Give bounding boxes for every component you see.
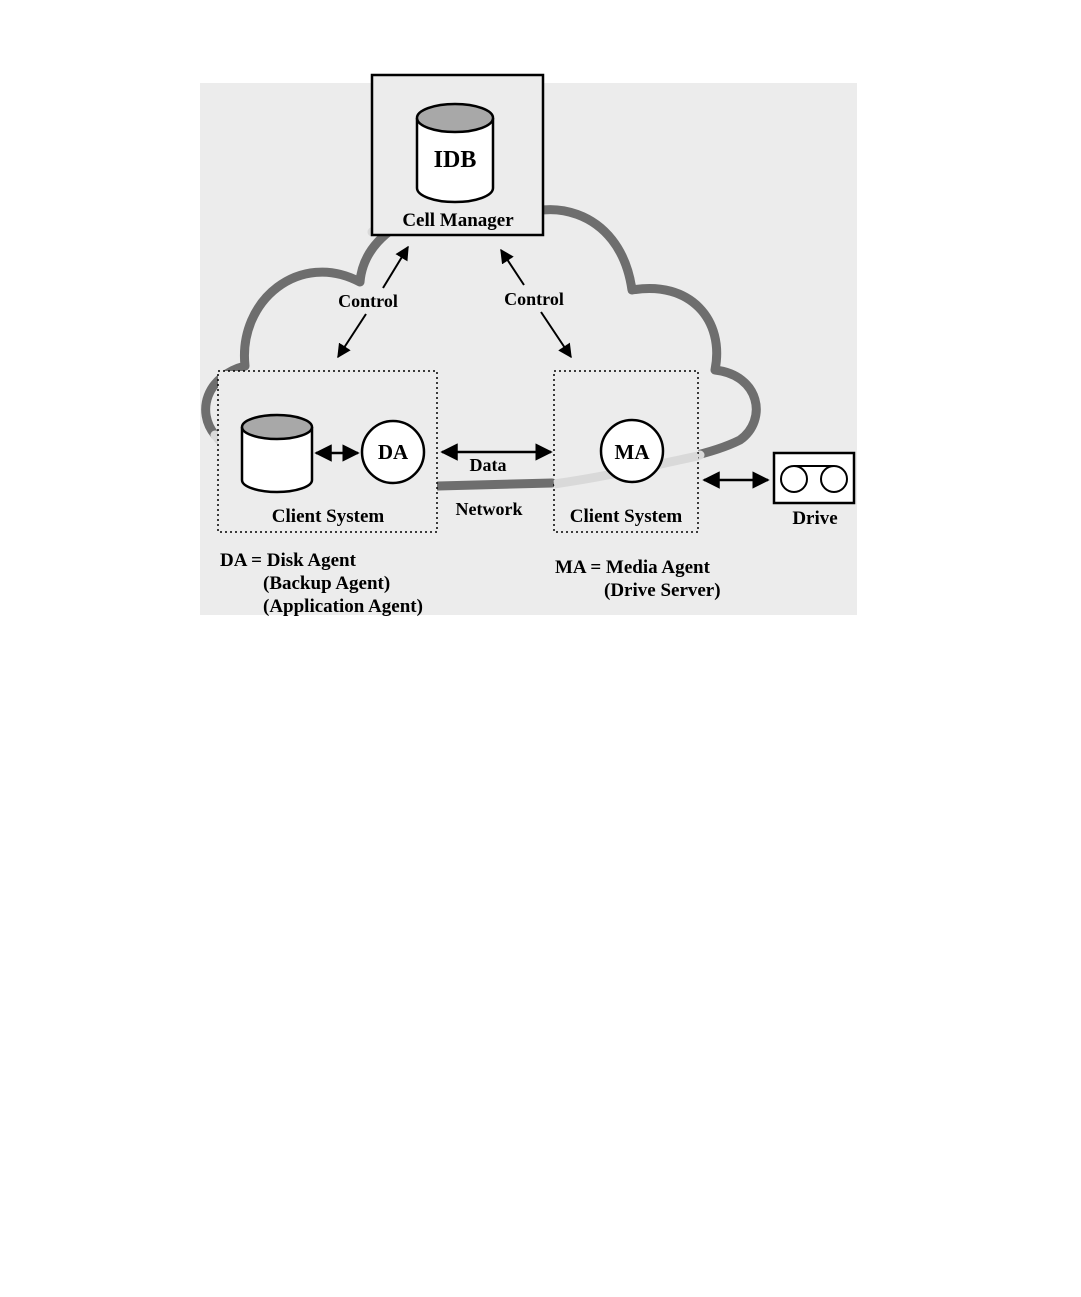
control-label-left: Control [338, 291, 398, 311]
idb-label: IDB [434, 147, 477, 173]
media-agent-label: MA [615, 440, 651, 464]
disk-agent-label: DA [378, 440, 409, 464]
control-label-right: Control [504, 289, 564, 309]
client-system-right: MA Client System [554, 371, 698, 532]
legend-da-line3: (Application Agent) [263, 596, 423, 617]
client-system-left: DA Client System [218, 371, 437, 532]
legend-ma-line1: MA = Media Agent [555, 557, 711, 578]
legend-da-line1: DA = Disk Agent [220, 550, 357, 571]
network-label: Network [456, 499, 523, 519]
tape-reel-right-icon [821, 466, 847, 492]
cell-manager-label: Cell Manager [402, 210, 514, 231]
client-system-left-label: Client System [272, 506, 385, 527]
tape-reel-left-icon [781, 466, 807, 492]
drive-label: Drive [792, 508, 837, 529]
data-label: Data [470, 455, 507, 475]
disk-database-icon [242, 415, 312, 492]
cell-manager: IDB Cell Manager [372, 75, 543, 235]
legend-da-line2: (Backup Agent) [263, 573, 390, 594]
client-system-right-label: Client System [570, 506, 683, 527]
network-segment [438, 483, 552, 486]
legend-ma-line2: (Drive Server) [604, 580, 721, 601]
